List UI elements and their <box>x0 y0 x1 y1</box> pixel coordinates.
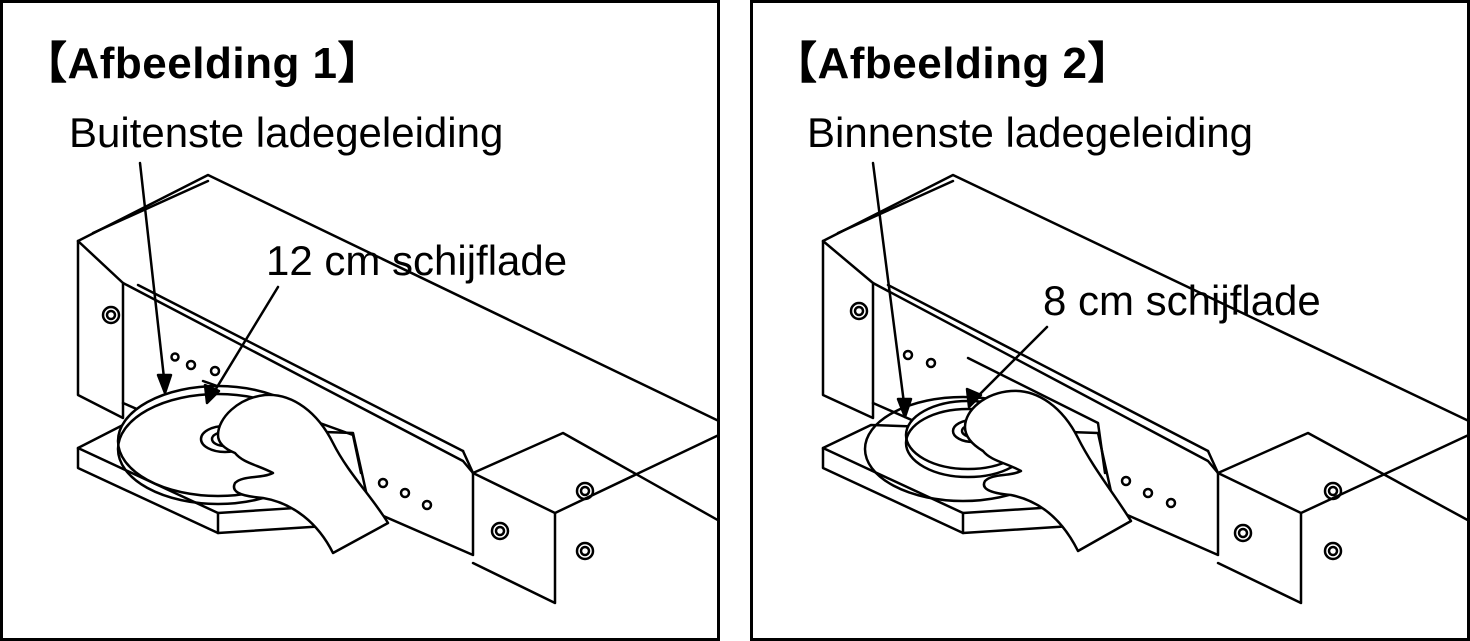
disc-tray-label: 8 cm schijflade <box>1043 277 1321 324</box>
guide-leader-line <box>140 163 165 387</box>
figure-panel-1: 【Afbeelding 1】 Buitenste ladegeleiding 1… <box>0 0 720 641</box>
player-left-cap <box>823 241 873 418</box>
player-right-section <box>473 473 555 603</box>
side-jack-icon <box>577 543 593 559</box>
indicator-icon <box>1122 477 1130 485</box>
player-illustration-2 <box>753 3 1470 641</box>
left-cap-button-icon <box>851 303 867 319</box>
disc-leader-line <box>211 287 278 397</box>
player-top-inner-edge <box>838 181 953 233</box>
left-cap-button-icon <box>103 307 119 323</box>
hand <box>965 391 1131 551</box>
indicator-icon <box>172 354 179 361</box>
player-top-inner-edge <box>93 181 208 233</box>
player-right-section <box>1218 473 1301 603</box>
guide-leader-line <box>873 163 905 411</box>
hand <box>218 395 388 553</box>
figure-panel-2: 【Afbeelding 2】 Binnenste ladegeleiding 8… <box>750 0 1470 641</box>
player-illustration-1 <box>3 3 720 641</box>
panel-title: 【Afbeelding 2】 <box>773 39 1133 88</box>
indicator-icon <box>211 367 219 375</box>
indicator-icon <box>379 479 387 487</box>
indicator-icon <box>423 501 431 509</box>
indicator-icon <box>187 361 195 369</box>
player-top-edge <box>78 175 720 423</box>
player-left-cap <box>78 241 123 418</box>
indicator-icon <box>927 359 935 367</box>
indicator-icon <box>1167 499 1175 507</box>
indicator-icon <box>904 351 912 359</box>
player-side-face <box>1301 433 1470 513</box>
panel-title: 【Afbeelding 1】 <box>23 39 383 88</box>
disc-leader-line <box>975 327 1047 399</box>
front-button-icon <box>1235 525 1251 541</box>
player-side-face <box>555 433 720 513</box>
disc-tray-label: 12 cm schijflade <box>266 237 568 284</box>
front-button-icon <box>492 523 508 539</box>
side-jack-icon <box>1325 543 1341 559</box>
indicator-icon <box>401 489 409 497</box>
inner-tray-guide-label: Binnenste ladegeleiding <box>807 109 1254 156</box>
outer-tray-guide-label: Buitenste ladegeleiding <box>69 109 504 156</box>
side-jack-icon <box>577 483 593 499</box>
side-jack-icon <box>1325 483 1341 499</box>
indicator-icon <box>1144 489 1152 497</box>
